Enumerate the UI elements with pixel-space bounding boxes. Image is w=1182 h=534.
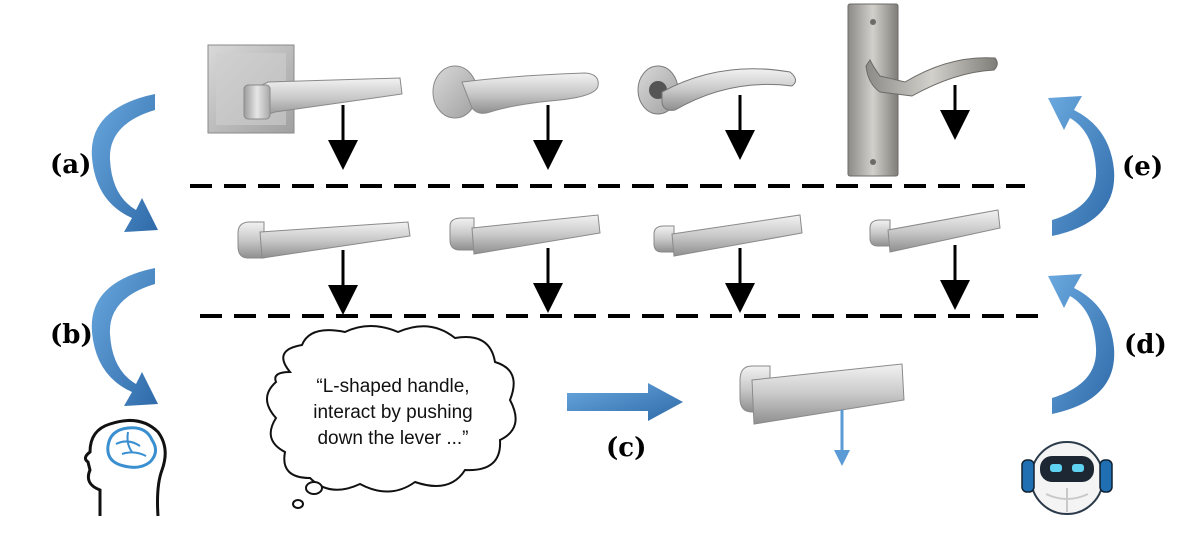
label-b: (b) (50, 320, 93, 350)
curved-arrow-b (91, 268, 158, 406)
robot-head-icon (1021, 441, 1113, 515)
curved-arrow-a (91, 94, 158, 232)
abstract-handle-4 (869, 209, 1001, 253)
label-e: (e) (1122, 152, 1163, 182)
thought-line-3: down the lever ...” (317, 428, 468, 449)
real-handle-square-rose (207, 44, 403, 134)
real-handle-backplate (847, 3, 998, 177)
label-d: (d) (1124, 330, 1167, 360)
real-handle-curved-rose (637, 65, 796, 115)
abstract-handle-2 (449, 214, 601, 255)
brain-head-icon (83, 418, 167, 517)
final-l-handle (739, 363, 905, 466)
curved-arrow-d (1048, 274, 1115, 414)
label-c: (c) (606, 433, 646, 463)
thought-line-1: “L-shaped handle, (316, 376, 469, 397)
arrow-c (567, 383, 683, 421)
abstract-handle-3 (653, 214, 803, 257)
label-a: (a) (50, 150, 91, 180)
abstract-handle-1 (237, 221, 411, 259)
curved-arrow-e (1048, 96, 1115, 236)
thought-line-2: interact by pushing (313, 402, 473, 423)
real-handle-round-rose (432, 65, 599, 119)
thought-bubble: “L-shaped handle, interact by pushing do… (266, 325, 517, 509)
